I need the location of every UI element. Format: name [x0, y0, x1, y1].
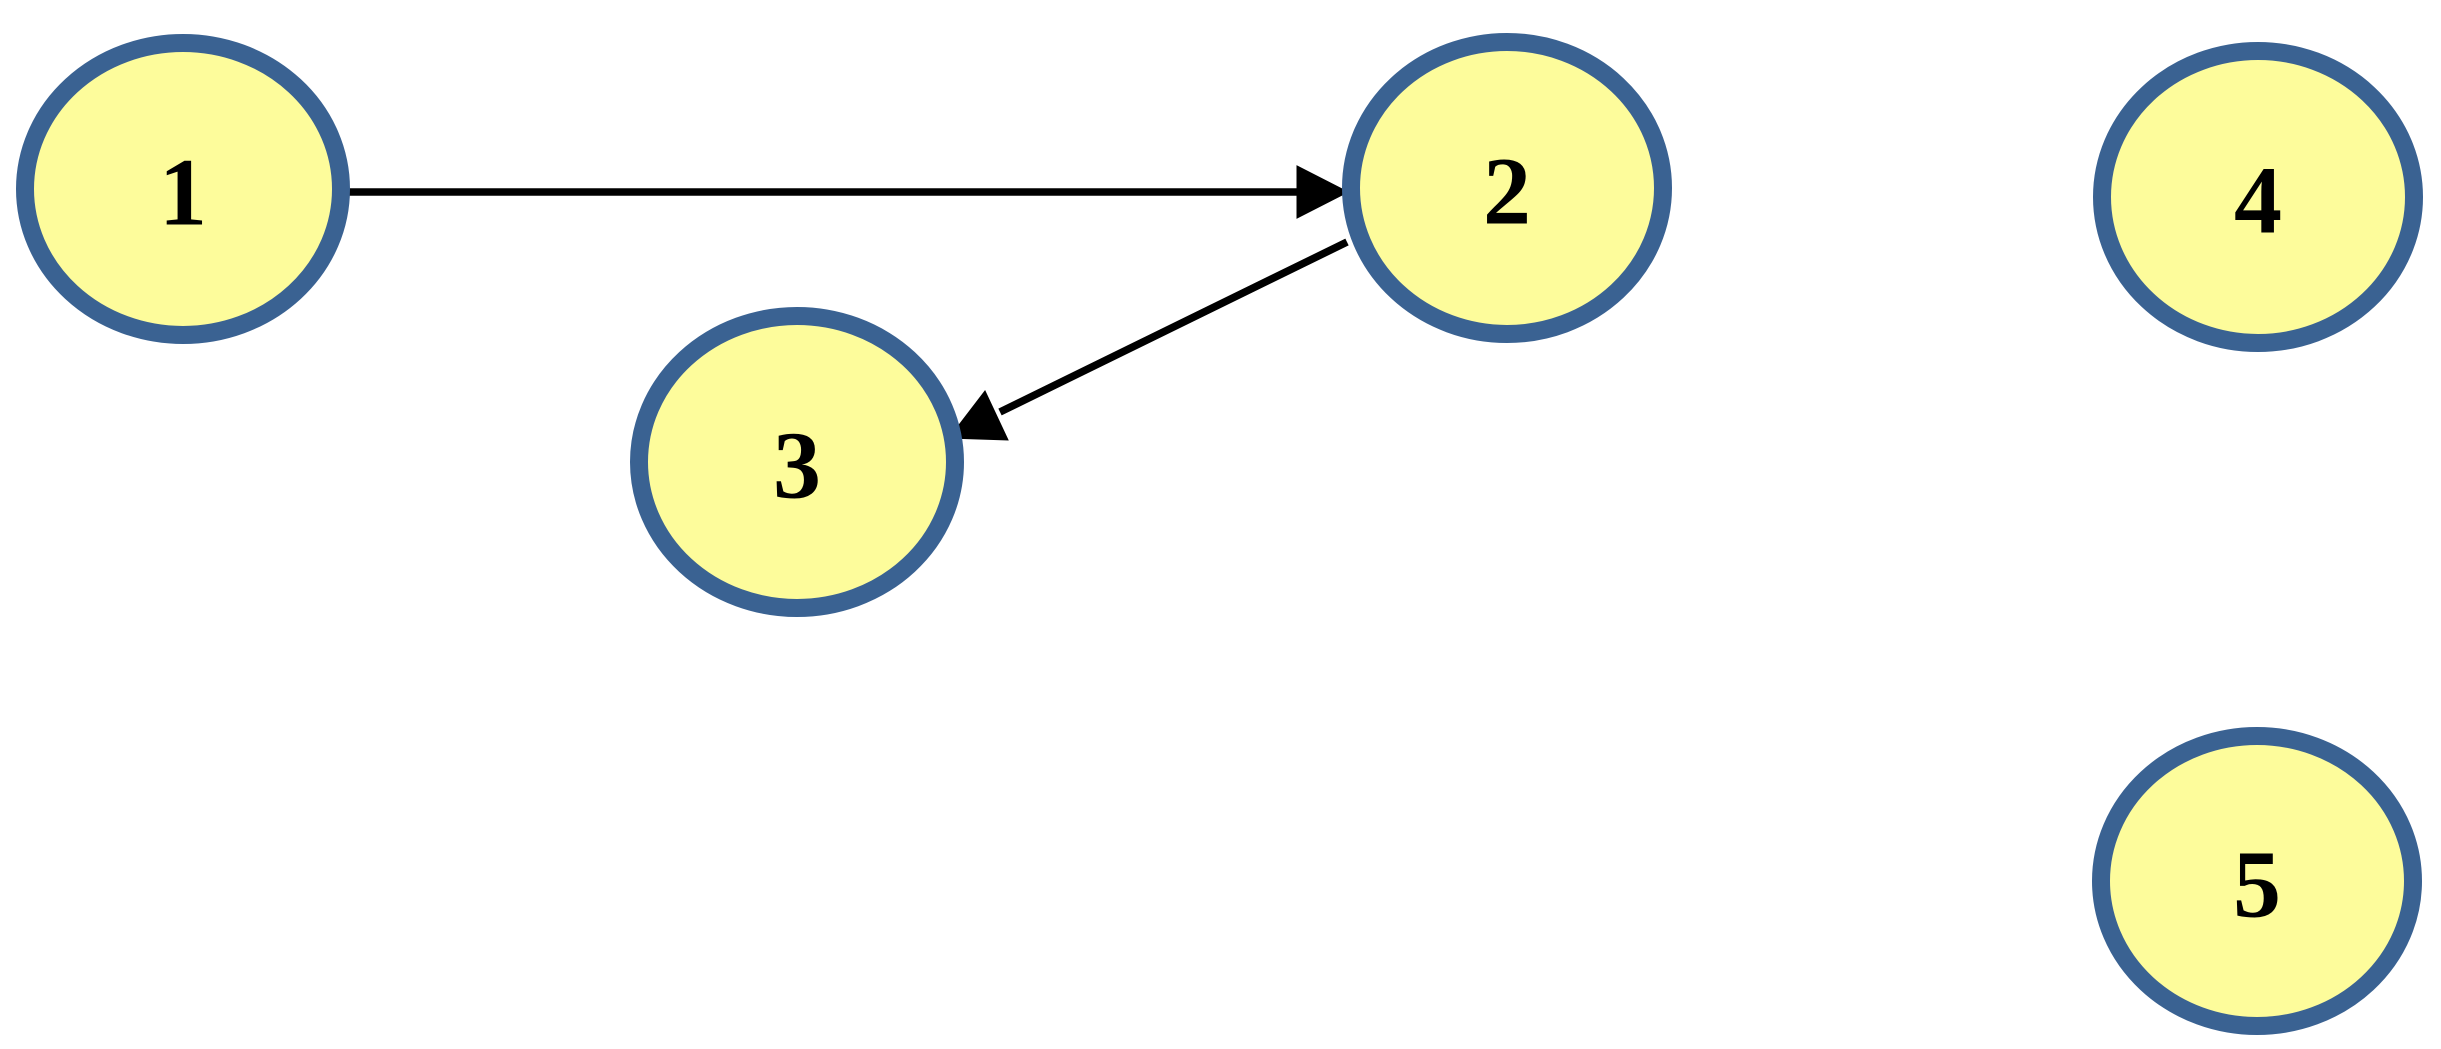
- node-5-ellipse[interactable]: [2092, 727, 2422, 1035]
- node-2-ellipse[interactable]: [1342, 33, 1672, 343]
- edge-1-to-2[interactable]: [342, 165, 1350, 219]
- edge-2-to-3[interactable]: [948, 238, 1349, 441]
- graph-node-2[interactable]: 2: [1342, 33, 1672, 343]
- edge-2-to-3-arrowhead: [948, 390, 1009, 441]
- node-3-ellipse[interactable]: [630, 307, 964, 617]
- graph-node-5[interactable]: 5: [2092, 727, 2422, 1035]
- edge-layer: [342, 165, 1350, 441]
- node-1-ellipse[interactable]: [16, 34, 350, 344]
- node-3-label: 3: [773, 412, 821, 519]
- node-5-label: 5: [2233, 831, 2281, 938]
- edge-2-to-3-line: [998, 238, 1349, 416]
- node-layer: 1 2 3 4 5: [16, 33, 2423, 1035]
- node-2-label: 2: [1483, 138, 1531, 245]
- node-1-label: 1: [159, 139, 207, 246]
- graph-node-4[interactable]: 4: [2093, 42, 2423, 352]
- node-4-label: 4: [2234, 147, 2282, 254]
- graph-node-3[interactable]: 3: [630, 307, 964, 617]
- graph-node-1[interactable]: 1: [16, 34, 350, 344]
- edge-1-to-2-arrowhead: [1296, 165, 1350, 219]
- node-4-ellipse[interactable]: [2093, 42, 2423, 352]
